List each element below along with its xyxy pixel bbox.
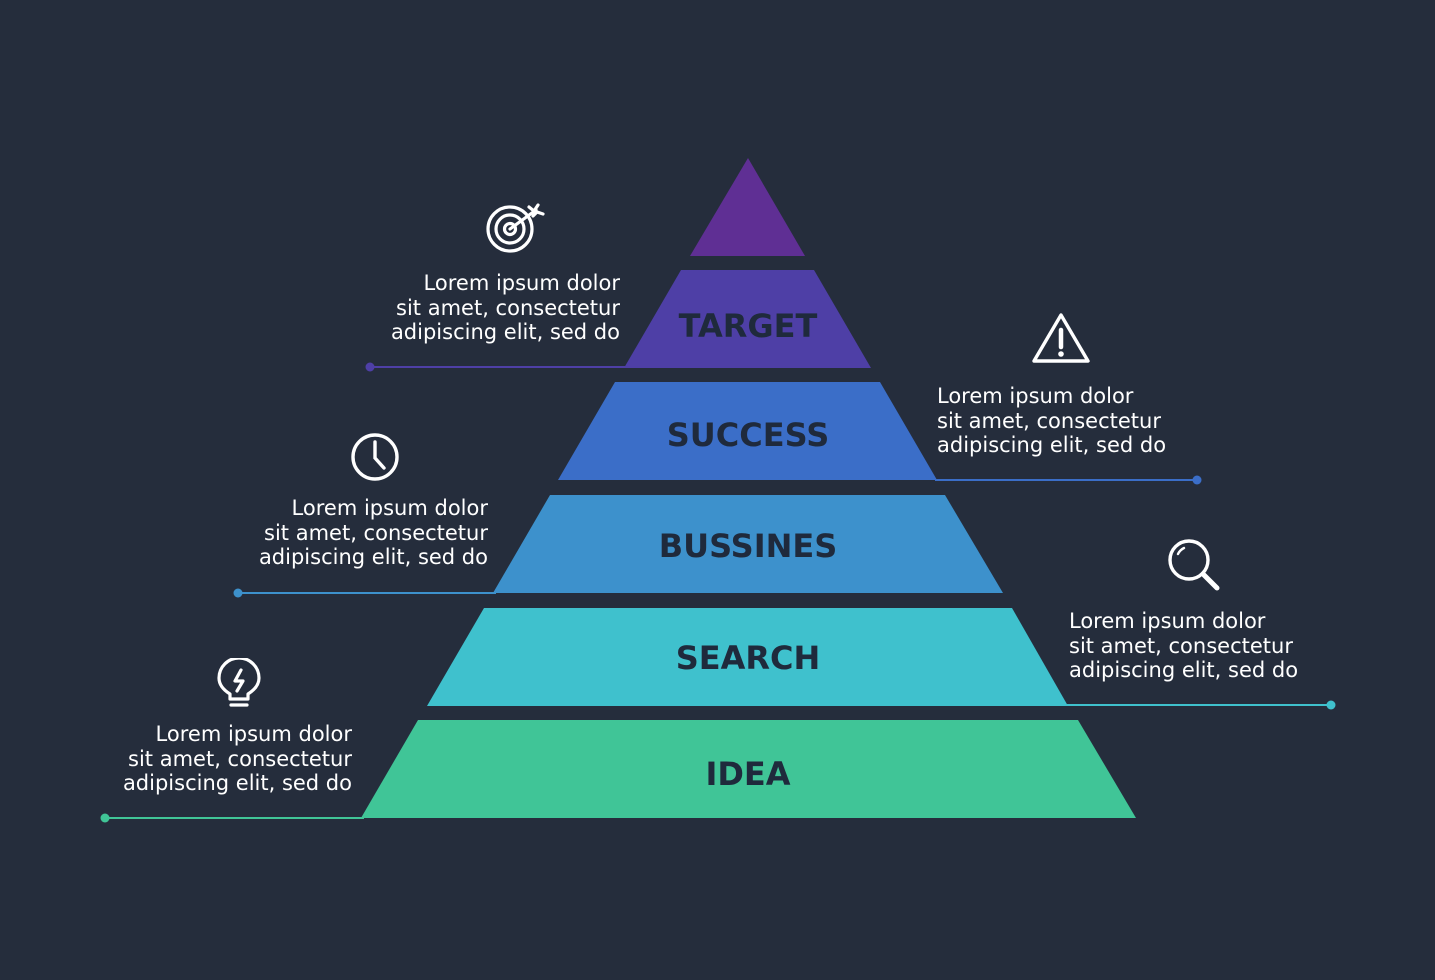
- pyramid-apex: [690, 158, 805, 256]
- lightbulb-icon: [217, 658, 261, 707]
- leader-dot-idea: [100, 813, 110, 823]
- callout-text-target: Lorem ipsum dolor sit amet, consectetur …: [390, 271, 620, 344]
- level-band-search: [427, 608, 1068, 706]
- leader-dot-target: [365, 362, 375, 372]
- leader-dot-bussines: [233, 588, 243, 598]
- callout-text-bussines: Lorem ipsum dolor sit amet, consectetur …: [258, 496, 488, 569]
- level-band-success: [558, 382, 937, 480]
- level-label-target: TARGET: [679, 307, 818, 345]
- level-band-target: [624, 270, 871, 368]
- level-label-bussines: BUSSINES: [659, 527, 838, 565]
- level-label-search: SEARCH: [676, 639, 821, 677]
- leader-dot-search: [1326, 700, 1336, 710]
- search-icon: [1168, 539, 1220, 591]
- clock-icon: [351, 433, 399, 481]
- level-band-idea: [361, 720, 1136, 818]
- level-band-bussines: [493, 495, 1003, 593]
- level-label-success: SUCCESS: [667, 416, 830, 454]
- target-icon: [486, 203, 545, 253]
- callout-text-success: Lorem ipsum dolor sit amet, consectetur …: [937, 384, 1167, 457]
- warning-icon: [1032, 313, 1090, 363]
- callout-text-idea: Lorem ipsum dolor sit amet, consectetur …: [122, 722, 352, 795]
- level-label-idea: IDEA: [705, 755, 790, 793]
- leader-dot-success: [1192, 475, 1202, 485]
- callout-text-search: Lorem ipsum dolor sit amet, consectetur …: [1069, 609, 1299, 682]
